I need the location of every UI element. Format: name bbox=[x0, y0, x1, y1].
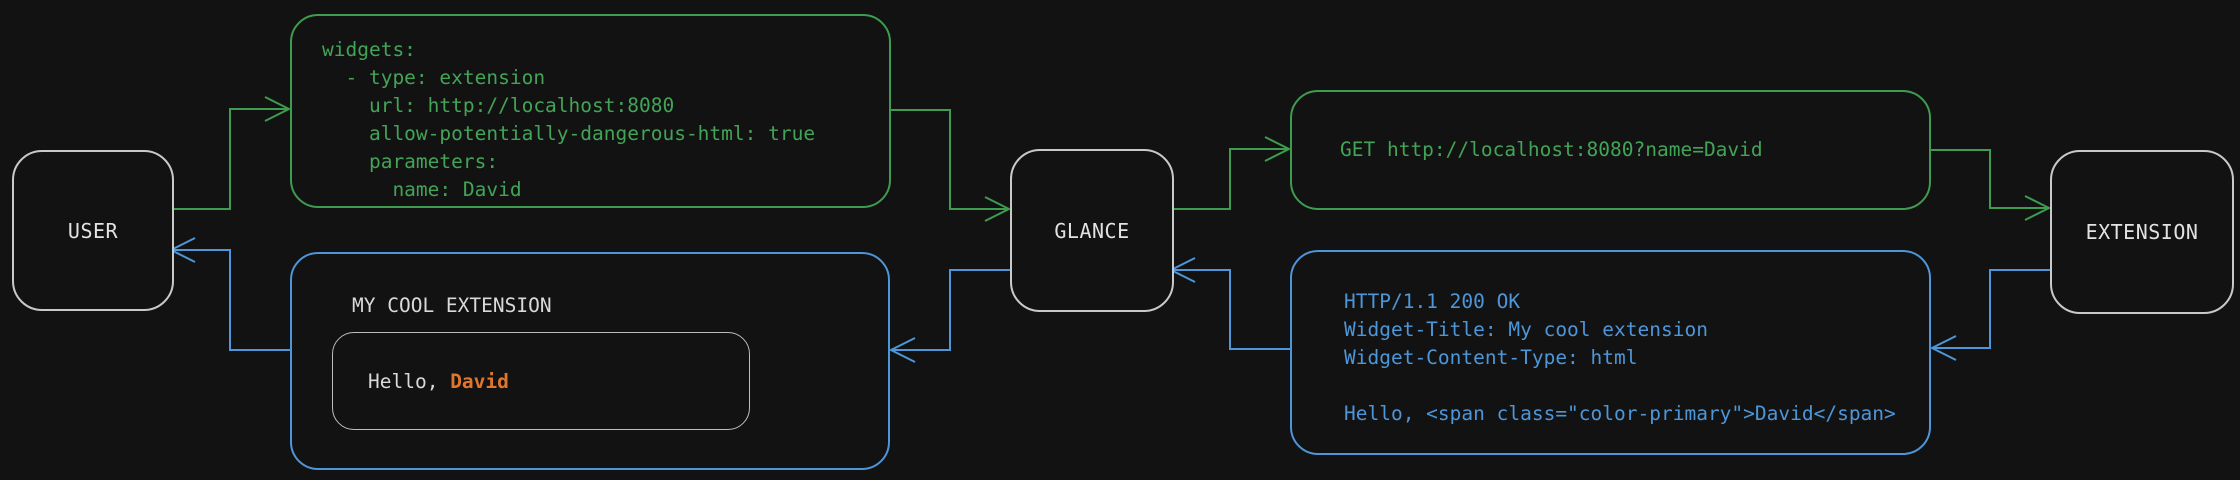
http-request-box: GET http://localhost:8080?name=David bbox=[1290, 90, 1931, 210]
arrowhead-left-icon bbox=[888, 337, 916, 363]
edge-extension-to-response bbox=[1929, 269, 2050, 361]
node-extension-label: EXTENSION bbox=[2085, 220, 2199, 244]
node-user: USER bbox=[12, 150, 174, 311]
arrowhead-right-icon bbox=[2024, 195, 2052, 221]
widget-greeting-box: Hello, David bbox=[332, 332, 750, 430]
arrowhead-right-icon bbox=[264, 96, 292, 122]
config-yaml-code: widgets: - type: extension url: http://l… bbox=[322, 38, 816, 201]
arrowhead-right-icon bbox=[984, 196, 1012, 222]
edge-user-to-config bbox=[170, 96, 292, 210]
arrowhead-right-icon bbox=[1264, 136, 1292, 162]
greeting-prefix: Hello, bbox=[368, 369, 451, 393]
edge-request-to-extension bbox=[1931, 149, 2052, 221]
node-glance: GLANCE bbox=[1010, 149, 1174, 312]
edge-glance-to-widget bbox=[888, 269, 1010, 363]
greeting-name: David bbox=[450, 369, 509, 393]
http-response-box: HTTP/1.1 200 OK Widget-Title: My cool ex… bbox=[1290, 250, 1931, 455]
edge-response-to-glance bbox=[1168, 257, 1290, 350]
http-request-code: GET http://localhost:8080?name=David bbox=[1340, 138, 1763, 161]
edge-glance-to-request bbox=[1170, 136, 1292, 210]
node-glance-label: GLANCE bbox=[1054, 218, 1130, 243]
edge-config-to-glance bbox=[891, 109, 1012, 222]
http-response-code: HTTP/1.1 200 OK Widget-Title: My cool ex… bbox=[1344, 290, 1896, 425]
rendered-widget-box: MY COOL EXTENSION Hello, David bbox=[290, 252, 890, 470]
config-yaml-box: widgets: - type: extension url: http://l… bbox=[290, 14, 891, 208]
arrowhead-left-icon bbox=[1929, 335, 1957, 361]
node-extension: EXTENSION bbox=[2050, 150, 2234, 314]
node-user-label: USER bbox=[67, 218, 119, 243]
edge-widget-to-user bbox=[168, 237, 290, 351]
widget-title: MY COOL EXTENSION bbox=[352, 294, 552, 317]
